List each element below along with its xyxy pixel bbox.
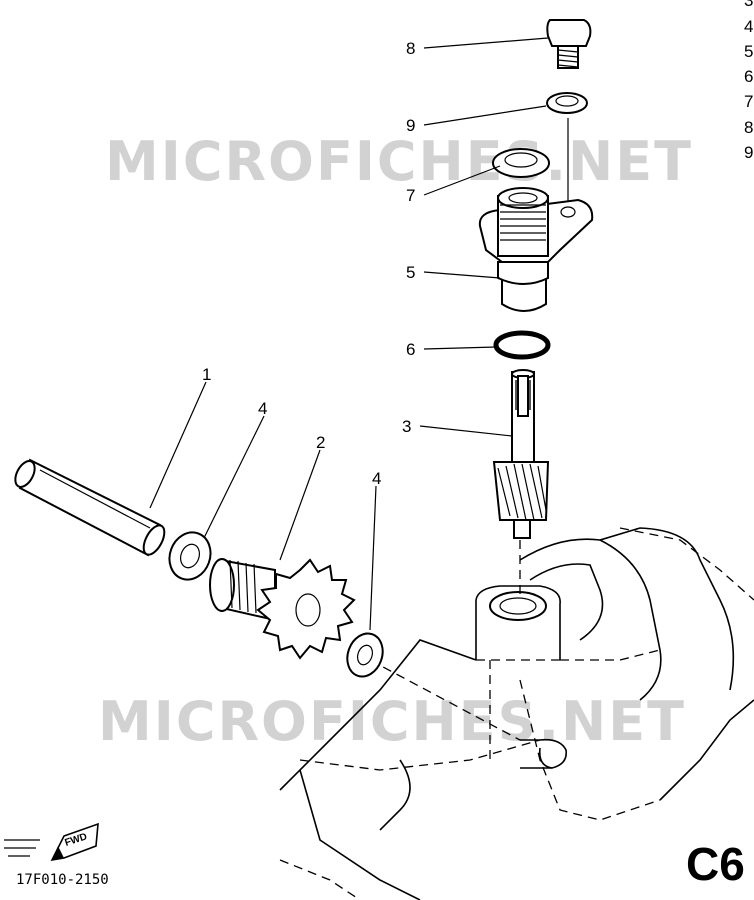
part-seal xyxy=(492,148,550,178)
index-8: 8 xyxy=(744,118,753,137)
callout-7: 7 xyxy=(406,186,415,205)
part-housing xyxy=(478,187,594,312)
index-6: 6 xyxy=(744,67,753,86)
part-code: 17F010-2150 xyxy=(16,872,109,888)
part-o-ring xyxy=(493,330,551,360)
part-washer-right xyxy=(346,632,384,678)
callout-2: 2 xyxy=(316,433,325,452)
part-bolt xyxy=(546,19,592,69)
part-washer-small xyxy=(546,92,588,114)
leader-lines xyxy=(149,37,549,631)
index-9: 9 xyxy=(744,143,753,162)
engine-casing xyxy=(279,527,754,900)
callout-8: 8 xyxy=(406,39,415,58)
index-3: 3 xyxy=(744,0,753,10)
fwd-arrow: FWD xyxy=(4,822,99,862)
page-id: C6 xyxy=(686,838,745,890)
watermark-top: MICROFICHES.NET xyxy=(105,130,693,193)
part-shaft xyxy=(492,369,550,539)
callout-6: 6 xyxy=(406,340,415,359)
part-pin xyxy=(14,458,166,557)
assembly-line-2 xyxy=(369,659,521,741)
callout-4-right: 4 xyxy=(372,469,381,488)
callout-4-left: 4 xyxy=(258,399,267,418)
index-5: 5 xyxy=(744,42,753,61)
callout-5: 5 xyxy=(406,263,415,282)
callout-9: 9 xyxy=(406,116,415,135)
callout-1: 1 xyxy=(202,365,211,384)
callout-3: 3 xyxy=(402,417,411,436)
watermark-bottom: MICROFICHES.NET xyxy=(98,690,686,753)
index-7: 7 xyxy=(744,92,753,111)
part-washer-left xyxy=(168,531,212,581)
right-index: 3 4 5 6 7 8 9 xyxy=(744,0,753,162)
part-gear xyxy=(209,558,356,660)
index-4: 4 xyxy=(744,17,753,36)
